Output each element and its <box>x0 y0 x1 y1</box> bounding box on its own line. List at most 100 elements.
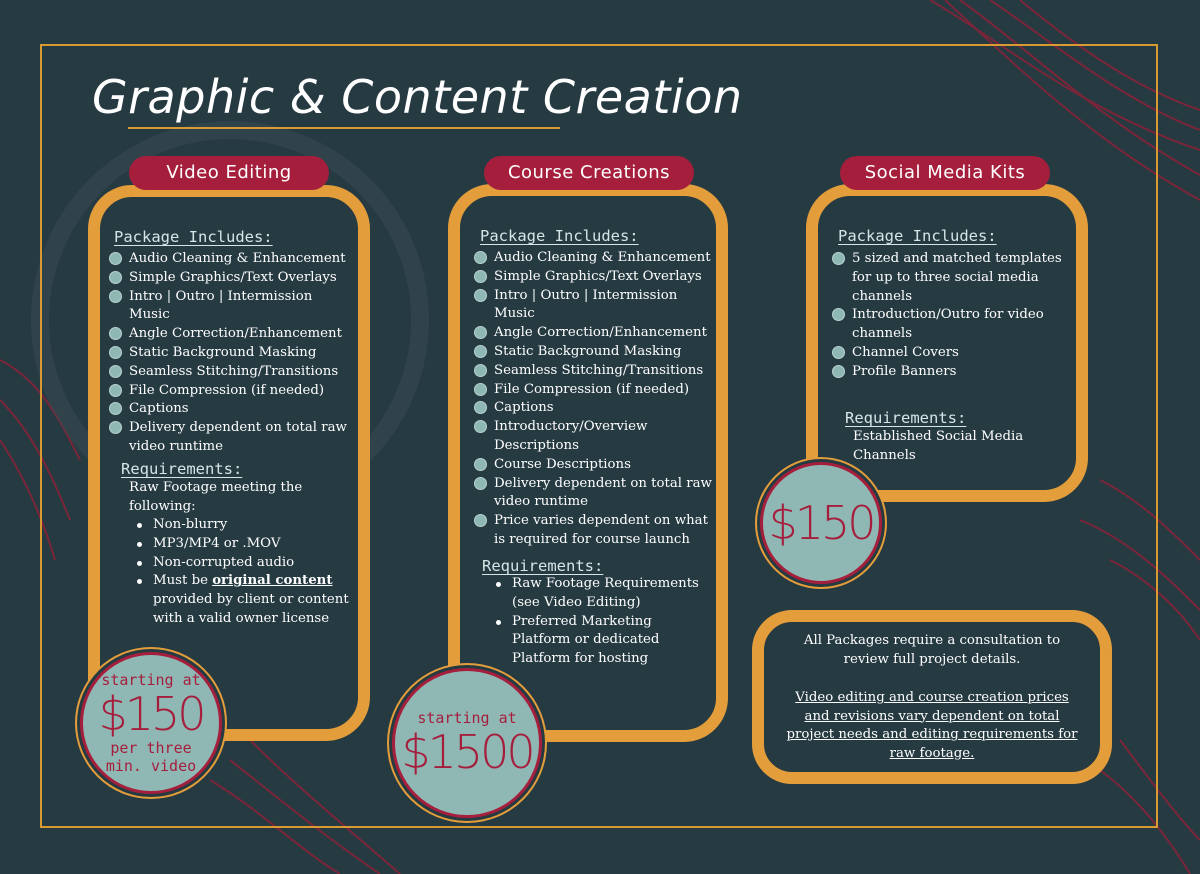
package-item: 5 sized and matched templates for up to … <box>832 250 1062 306</box>
bullet-circle-icon <box>474 344 487 358</box>
bullet-dot-icon <box>496 619 501 625</box>
package-item: Static Background Masking <box>474 343 714 362</box>
package-item: Captions <box>474 399 714 418</box>
requirement-text-suffix: provided by client or content with a val… <box>153 592 349 626</box>
package-item: Introduction/Outro for video channels <box>832 306 1062 344</box>
package-item: File Compression (if needed) <box>109 382 349 401</box>
bullet-circle-icon <box>474 382 487 396</box>
requirement-item: Raw Footage Requirements (see Video Edit… <box>490 575 712 613</box>
requirement-item: Non-blurry <box>131 516 351 535</box>
package-item: File Compression (if needed) <box>474 381 714 400</box>
package-item-text: Captions <box>494 400 554 416</box>
package-item-text: File Compression (if needed) <box>494 381 690 397</box>
package-item: Seamless Stitching/Transitions <box>474 362 714 381</box>
bullet-circle-icon <box>474 269 487 283</box>
course-price-badge: starting at $1500 <box>392 668 542 818</box>
package-item-text: Price varies dependent on what is requir… <box>494 513 708 547</box>
package-item: Seamless Stitching/Transitions <box>109 363 349 382</box>
package-item-text: Intro | Outro | Intermission Music <box>129 288 313 323</box>
video-price-prefix: starting at <box>101 671 201 689</box>
video-editing-label: Video Editing <box>129 156 329 190</box>
course-price-prefix: starting at <box>417 709 517 727</box>
bullet-dot-icon <box>137 541 142 547</box>
package-item: Course Descriptions <box>474 456 714 475</box>
course-creations-label: Course Creations <box>484 156 694 190</box>
package-item: Intro | Outro | Intermission Music <box>474 287 714 325</box>
course-package-heading: Package Includes: <box>480 227 639 245</box>
package-item-text: 5 sized and matched templates for up to … <box>852 251 1062 304</box>
package-item-text: Angle Correction/Enhancement <box>129 326 342 342</box>
requirement-text: Non-blurry <box>153 517 228 532</box>
package-item: Delivery dependent on total raw video ru… <box>474 475 714 513</box>
video-price-suffix: per three min. video <box>105 739 197 775</box>
bullet-circle-icon <box>109 289 122 303</box>
bullet-circle-icon <box>474 288 487 302</box>
social-package-heading: Package Includes: <box>838 227 997 245</box>
video-requirements-intro: Raw Footage meeting the following: <box>129 480 303 514</box>
bullet-circle-icon <box>832 252 845 265</box>
package-item: Simple Graphics/Text Overlays <box>109 269 349 288</box>
package-item-text: Intro | Outro | Intermission Music <box>494 287 678 322</box>
social-media-label: Social Media Kits <box>840 156 1050 190</box>
page-frame <box>40 44 1158 828</box>
social-price: $150 <box>768 496 876 550</box>
package-item-text: Static Background Masking <box>494 343 682 359</box>
package-item: Angle Correction/Enhancement <box>474 324 714 343</box>
video-editing-panel <box>88 185 370 741</box>
requirement-text: Preferred Marketing Platform or dedicate… <box>512 613 660 667</box>
bullet-circle-icon <box>109 252 122 265</box>
requirement-item: Non-corrupted audio <box>131 554 351 573</box>
requirement-text: Non-corrupted audio <box>153 554 295 570</box>
package-item: Price varies dependent on what is requir… <box>474 512 714 550</box>
bullet-dot-icon <box>137 523 142 528</box>
package-item: Captions <box>109 400 349 419</box>
bullet-dot-icon <box>137 579 142 585</box>
bullet-circle-icon <box>109 402 122 416</box>
requirement-text-emphasis: original content <box>212 573 333 589</box>
social-requirements-heading: Requirements: <box>845 409 967 427</box>
video-price: $150 <box>98 687 206 741</box>
package-item: Static Background Masking <box>109 344 349 363</box>
package-item: Angle Correction/Enhancement <box>109 325 349 344</box>
package-item-text: Simple Graphics/Text Overlays <box>494 268 702 284</box>
package-item-text: Course Descriptions <box>494 456 631 472</box>
bullet-circle-icon <box>474 401 487 415</box>
note-pricing: Video editing and course creation prices… <box>786 690 1078 761</box>
package-item-text: Audio Cleaning & Enhancement <box>494 250 711 265</box>
video-package-heading: Package Includes: <box>114 228 273 246</box>
package-item-text: Seamless Stitching/Transitions <box>129 363 339 379</box>
social-price-badge: $150 <box>760 462 882 584</box>
course-price: $1500 <box>401 725 535 779</box>
bullet-dot-icon <box>137 560 142 566</box>
bullet-circle-icon <box>474 457 487 471</box>
bullet-circle-icon <box>109 345 122 359</box>
page-title: Graphic & Content Creation <box>92 70 743 124</box>
package-item-text: Captions <box>129 401 189 417</box>
bullet-circle-icon <box>474 251 487 264</box>
package-item: Simple Graphics/Text Overlays <box>474 268 714 287</box>
requirement-text: Raw Footage Requirements (see Video Edit… <box>512 576 699 610</box>
package-item-text: Introduction/Outro for video channels <box>852 307 1044 342</box>
package-item-text: Angle Correction/Enhancement <box>494 325 707 341</box>
requirement-item: Preferred Marketing Platform or dedicate… <box>490 613 712 669</box>
bullet-circle-icon <box>109 327 122 341</box>
package-item: Introductory/Overview Descriptions <box>474 418 714 456</box>
package-item-text: Seamless Stitching/Transitions <box>494 362 704 378</box>
bullet-circle-icon <box>832 308 845 322</box>
package-item: Intro | Outro | Intermission Music <box>109 288 349 326</box>
requirement-text-prefix: Must be <box>153 573 213 589</box>
course-creations-panel <box>448 184 728 742</box>
social-requirements-text: Established Social Media Channels <box>853 429 1024 463</box>
bullet-circle-icon <box>109 383 122 397</box>
requirement-item: Must be original content provided by cli… <box>131 572 351 628</box>
note-panel <box>752 610 1112 784</box>
package-item: Audio Cleaning & Enhancement <box>474 249 714 268</box>
package-item: Delivery dependent on total raw video ru… <box>109 419 349 457</box>
package-item-text: Delivery dependent on total raw video ru… <box>129 420 347 454</box>
requirement-item: MP3/MP4 or .MOV <box>131 535 351 554</box>
course-requirements-list: Raw Footage Requirements (see Video Edit… <box>490 575 712 669</box>
package-item-text: File Compression (if needed) <box>129 382 325 398</box>
